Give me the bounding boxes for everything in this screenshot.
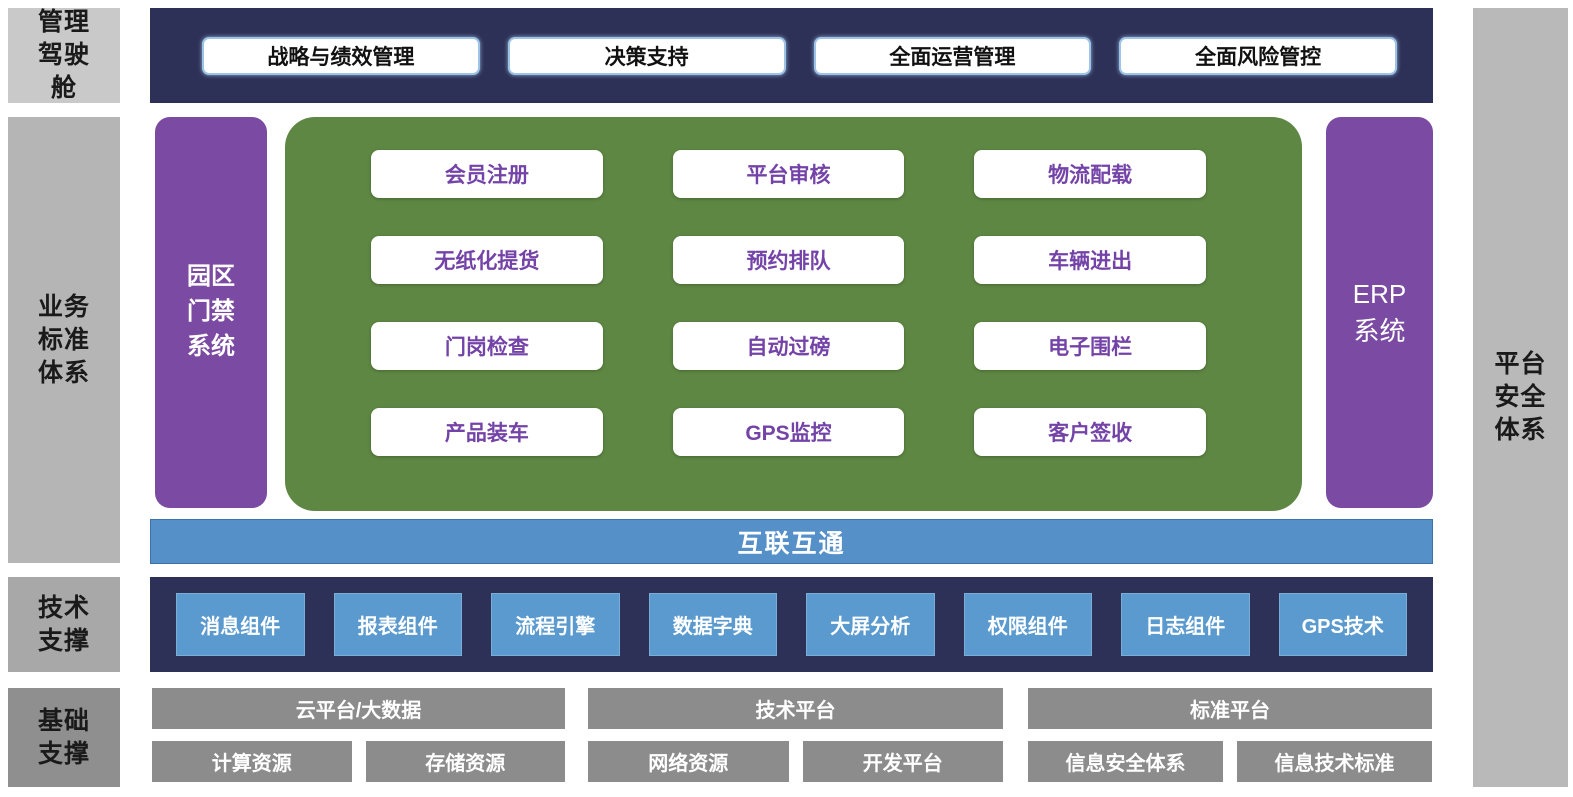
foundation-group-cloud-bigdata: 云平台/大数据 计算资源 存储资源: [152, 688, 565, 784]
tech-component-message: 消息组件: [176, 593, 305, 656]
foundation-cell-storage-resource: 存储资源: [365, 741, 565, 782]
foundation-group-standard-platform: 标准平台 信息安全体系 信息技术标准: [1028, 688, 1432, 784]
tech-component-log: 日志组件: [1121, 593, 1250, 656]
tech-component-report: 报表组件: [333, 593, 462, 656]
module-electronic-fence: 电子围栏: [974, 322, 1206, 370]
tech-component-gps: GPS技术: [1278, 593, 1407, 656]
tech-component-permission: 权限组件: [963, 593, 1092, 656]
foundation-title-standard-platform: 标准平台: [1028, 688, 1432, 729]
interconnect-band: 互联互通: [150, 519, 1433, 564]
tech-component-data-dictionary: 数据字典: [648, 593, 777, 656]
module-paperless-pickup: 无纸化提货: [371, 236, 603, 284]
cockpit-item-decision-support: 决策支持: [507, 36, 786, 75]
module-vehicle-in-out: 车辆进出: [974, 236, 1206, 284]
module-appointment-queue: 预约排队: [672, 236, 905, 284]
foundation-cell-info-tech-standard: 信息技术标准: [1237, 741, 1432, 782]
foundation-cell-dev-platform: 开发平台: [802, 741, 1003, 782]
tech-component-workflow-engine: 流程引擎: [491, 593, 620, 656]
tech-support-band: 消息组件 报表组件 流程引擎 数据字典 大屏分析 权限组件 日志组件 GPS技术: [150, 577, 1433, 672]
foundation-cell-network-resource: 网络资源: [588, 741, 789, 782]
foundation-row-cloud-bigdata: 计算资源 存储资源: [152, 741, 565, 782]
module-customer-signoff: 客户签收: [974, 408, 1206, 456]
foundation-title-cloud-bigdata: 云平台/大数据: [152, 688, 565, 729]
cockpit-item-strategy-performance: 战略与绩效管理: [202, 36, 480, 75]
foundation-row-standard-platform: 信息安全体系 信息技术标准: [1028, 741, 1432, 782]
module-product-loading: 产品装车: [371, 408, 603, 456]
foundation-group-tech-platform: 技术平台 网络资源 开发平台: [588, 688, 1003, 784]
module-member-registration: 会员注册: [371, 150, 603, 198]
foundation-cell-info-security-system: 信息安全体系: [1028, 741, 1223, 782]
foundation-row-tech-platform: 网络资源 开发平台: [588, 741, 1003, 782]
business-modules-panel: 会员注册 平台审核 物流配载 无纸化提货 预约排队 车辆进出 门岗检查 自动过磅…: [285, 117, 1302, 511]
cockpit-item-risk-control: 全面风险管控: [1119, 36, 1397, 75]
sidebar-label-platform-security: 平台 安全 体系: [1473, 8, 1568, 787]
module-gps-monitoring: GPS监控: [672, 408, 905, 456]
foundation-title-tech-platform: 技术平台: [588, 688, 1003, 729]
sidebar-label-tech-support: 技术 支撑: [8, 577, 120, 672]
sidebar-label-management-cockpit: 管理 驾驶 舱: [8, 8, 120, 103]
sidebar-label-basic-support: 基础 支撑: [8, 688, 120, 787]
module-auto-weighing: 自动过磅: [672, 322, 905, 370]
module-gate-inspection: 门岗检查: [371, 322, 603, 370]
tech-component-dashboard-analysis: 大屏分析: [806, 593, 935, 656]
cockpit-item-operation-management: 全面运营管理: [813, 36, 1092, 75]
erp-system-box: ERP 系统: [1326, 117, 1433, 508]
module-logistics-loading: 物流配载: [974, 150, 1206, 198]
cockpit-band: 战略与绩效管理 决策支持 全面运营管理 全面风险管控: [150, 8, 1433, 103]
module-platform-review: 平台审核: [672, 150, 905, 198]
foundation-cell-compute-resource: 计算资源: [152, 741, 352, 782]
park-access-system-box: 园区 门禁 系统: [155, 117, 267, 508]
sidebar-label-business-standard-system: 业务 标准 体系: [8, 117, 120, 563]
